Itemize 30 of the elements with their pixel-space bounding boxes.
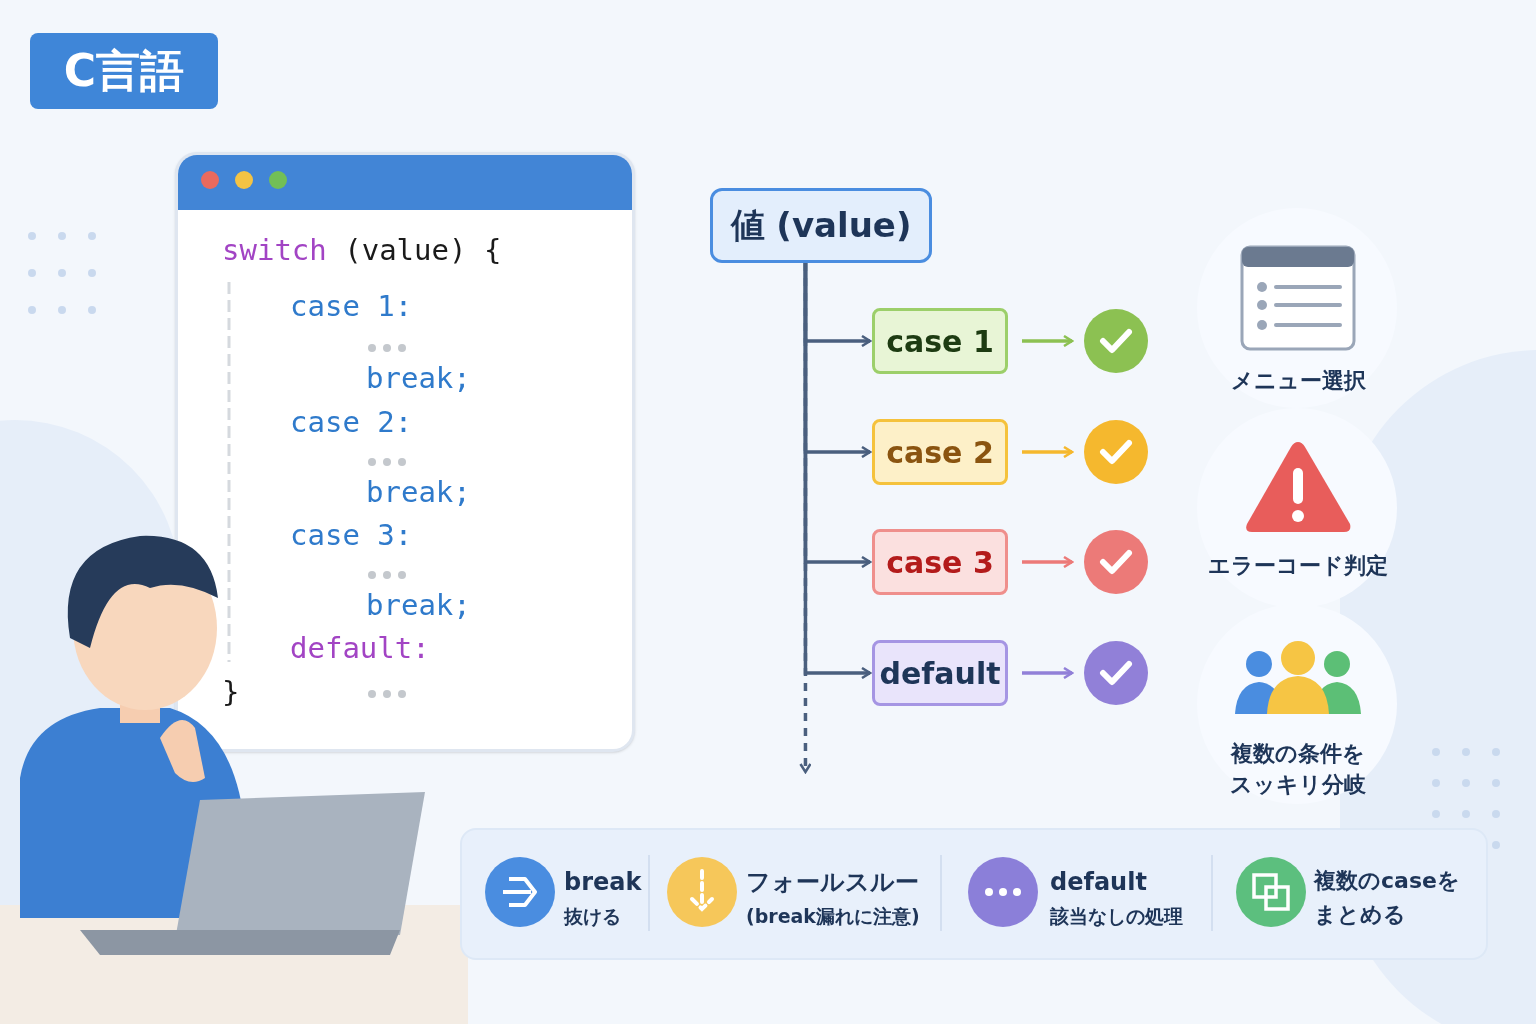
code-line: } xyxy=(222,674,240,711)
code-line: case 1: xyxy=(290,288,413,325)
code-line: case 2: xyxy=(290,404,413,441)
use-case-label: メニュー選択 xyxy=(1229,367,1367,395)
use-case-label: エラーコード判定 xyxy=(1207,552,1389,580)
arrow xyxy=(1022,334,1074,348)
code-line: break; xyxy=(366,587,471,624)
legend-text: (break漏れに注意) xyxy=(746,904,920,929)
arrow xyxy=(799,263,812,774)
legend-text: フォールスルー xyxy=(746,867,919,898)
case-box: default xyxy=(872,640,1008,706)
legend-text: default xyxy=(1050,867,1147,898)
legend-text: 該当なしの処理 xyxy=(1050,904,1183,929)
code-line: case 3: xyxy=(290,517,413,554)
value-box: 値 (value) xyxy=(710,188,932,263)
code-line: default: xyxy=(290,630,430,667)
legend-text: break xyxy=(564,867,642,898)
arrow xyxy=(1022,555,1074,569)
case-box: case 2 xyxy=(872,419,1008,485)
use-case-label: 複数の条件をスッキリ分岐 xyxy=(1229,740,1367,799)
arrow xyxy=(1022,666,1074,680)
arrow xyxy=(1022,445,1074,459)
code-line: switch (value) { xyxy=(222,232,502,269)
legend-text: 抜ける xyxy=(564,904,621,929)
legend-text: 複数のcaseをまとめる xyxy=(1314,867,1461,929)
case-box: case 3 xyxy=(872,529,1008,595)
code-line: break; xyxy=(366,474,471,511)
case-box: case 1 xyxy=(872,308,1008,374)
title-badge: C言語 xyxy=(30,33,218,109)
code-line: break; xyxy=(366,360,471,397)
